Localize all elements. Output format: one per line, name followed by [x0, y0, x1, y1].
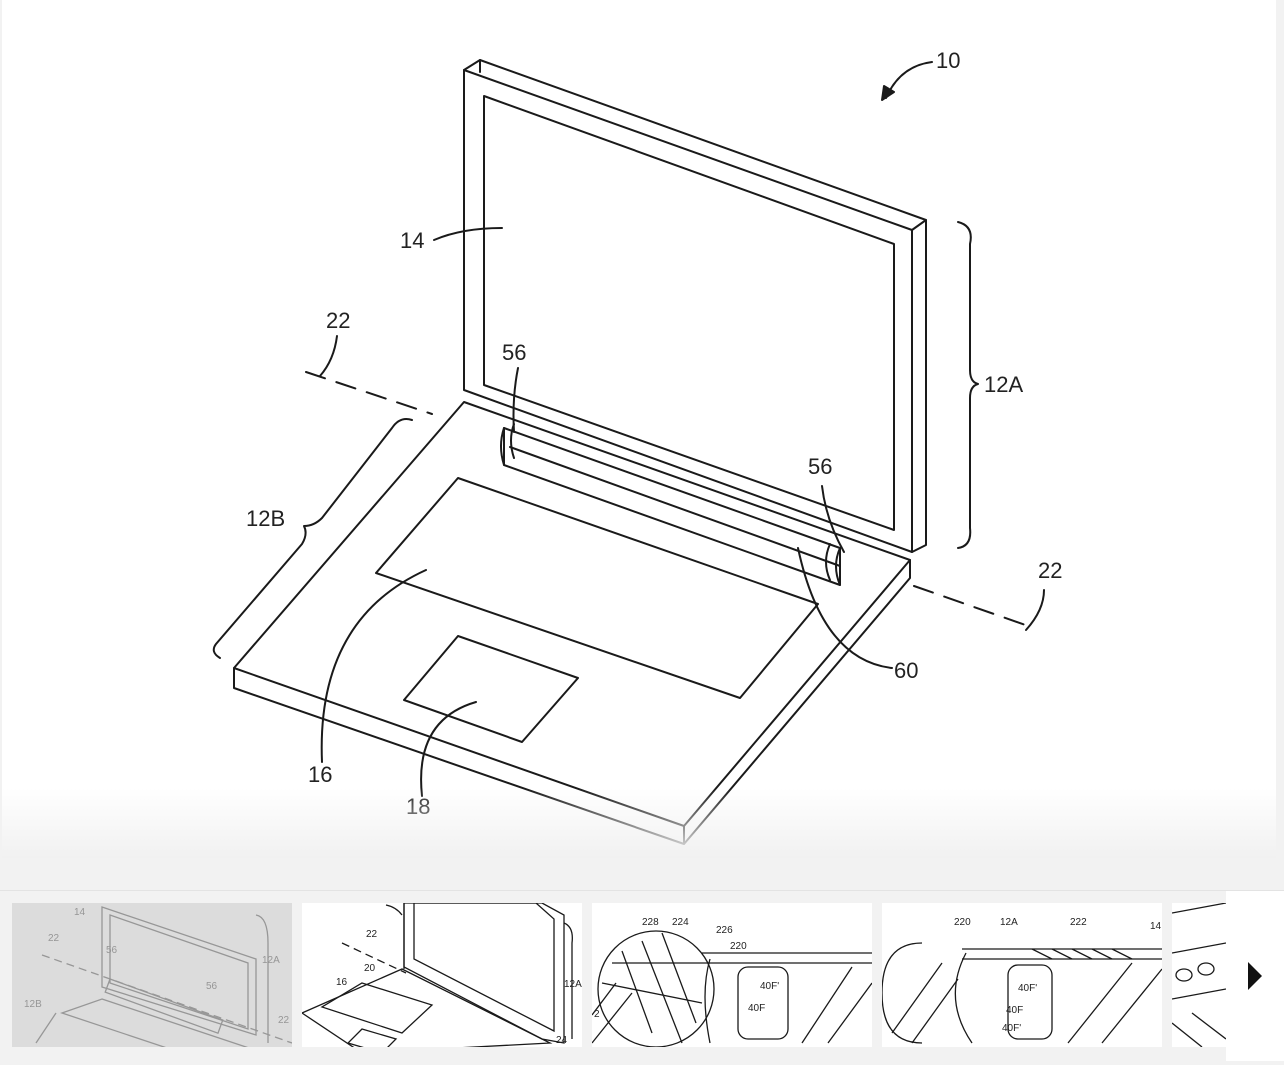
thumbnail-4-label-e: 40F' — [1018, 983, 1037, 994]
thumbnail-2-label-a: 22 — [366, 929, 378, 940]
thumbnail-2[interactable]: 22 20 16 12A 24 — [302, 903, 582, 1047]
thumbnail-1-drawing: 14 22 56 12A 56 12B 22 — [24, 906, 292, 1047]
thumbnail-2-label-b: 20 — [364, 963, 376, 974]
thumbnail-4-label-b: 12A — [1000, 917, 1018, 928]
laptop-patent-drawing: 10 14 22 56 12A 12B 56 22 60 16 18 — [212, 48, 1062, 845]
ref-label-56-right: 56 — [808, 454, 832, 479]
ref-label-22-top: 22 — [326, 308, 350, 333]
main-image: 10 14 22 56 12A 12B 56 22 60 16 18 — [2, 0, 1276, 858]
thumbnail-4-label-d: 14 — [1150, 921, 1162, 932]
thumbnail-strip: 14 22 56 12A 56 12B 22 — [0, 890, 1284, 1065]
thumbnail-1[interactable]: 14 22 56 12A 56 12B 22 — [12, 903, 292, 1047]
next-thumbnail-button[interactable] — [1226, 891, 1284, 1061]
ref-label-18: 18 — [406, 794, 430, 819]
thumbnail-3-label-c: 226 — [716, 925, 733, 936]
thumbnail-4[interactable]: 220 12A 222 14 40F' 40F 40F' — [882, 903, 1162, 1047]
thumbnail-3-label-b: 224 — [672, 917, 689, 928]
thumbnail-4-label-c: 222 — [1070, 917, 1087, 928]
thumbnail-2-label-e: 24 — [556, 1035, 568, 1046]
thumbnail-3-drawing: 228 224 226 220 40F' 40F 2 — [592, 917, 872, 1047]
ref-label-10: 10 — [936, 48, 960, 73]
thumbnail-4-label-a: 220 — [954, 917, 971, 928]
thumbnail-3-label-e: 40F' — [760, 981, 779, 992]
thumbnail-1-label-d: 12A — [262, 955, 280, 966]
thumbnail-1-label-c: 56 — [106, 945, 118, 956]
thumbnail-1-label-e: 56 — [206, 981, 218, 992]
thumbnail-2-drawing: 22 20 16 12A 24 — [302, 903, 582, 1047]
thumbnail-3[interactable]: 228 224 226 220 40F' 40F 2 — [592, 903, 872, 1047]
thumbnail-5-partial[interactable] — [1172, 903, 1226, 1047]
thumbnail-5-drawing — [1172, 903, 1226, 1047]
thumbnail-3-label-a: 228 — [642, 917, 659, 928]
ref-label-12B: 12B — [246, 506, 285, 531]
thumbnail-3-label-g: 2 — [594, 1009, 600, 1020]
ref-label-22-right: 22 — [1038, 558, 1062, 583]
thumbnail-3-label-d: 220 — [730, 941, 747, 952]
thumbnail-1-label-f: 12B — [24, 999, 42, 1010]
thumbnail-1-label-g: 22 — [278, 1015, 290, 1026]
ref-label-16: 16 — [308, 762, 332, 787]
thumbnail-3-label-f: 40F — [748, 1003, 765, 1014]
thumbnail-2-label-c: 16 — [336, 977, 348, 988]
ref-label-60: 60 — [894, 658, 918, 683]
thumbnail-4-drawing: 220 12A 222 14 40F' 40F 40F' — [882, 917, 1162, 1044]
chevron-right-icon — [1248, 962, 1262, 990]
thumbnail-4-label-g: 40F' — [1002, 1023, 1021, 1034]
thumbnail-4-label-f: 40F — [1006, 1005, 1023, 1016]
ref-label-12A: 12A — [984, 372, 1023, 397]
ref-label-14: 14 — [400, 228, 424, 253]
thumbnail-1-label-b: 22 — [48, 933, 60, 944]
thumbnail-1-label-a: 14 — [74, 907, 86, 918]
ref-label-56-left: 56 — [502, 340, 526, 365]
thumbnail-2-label-d: 12A — [564, 979, 582, 990]
